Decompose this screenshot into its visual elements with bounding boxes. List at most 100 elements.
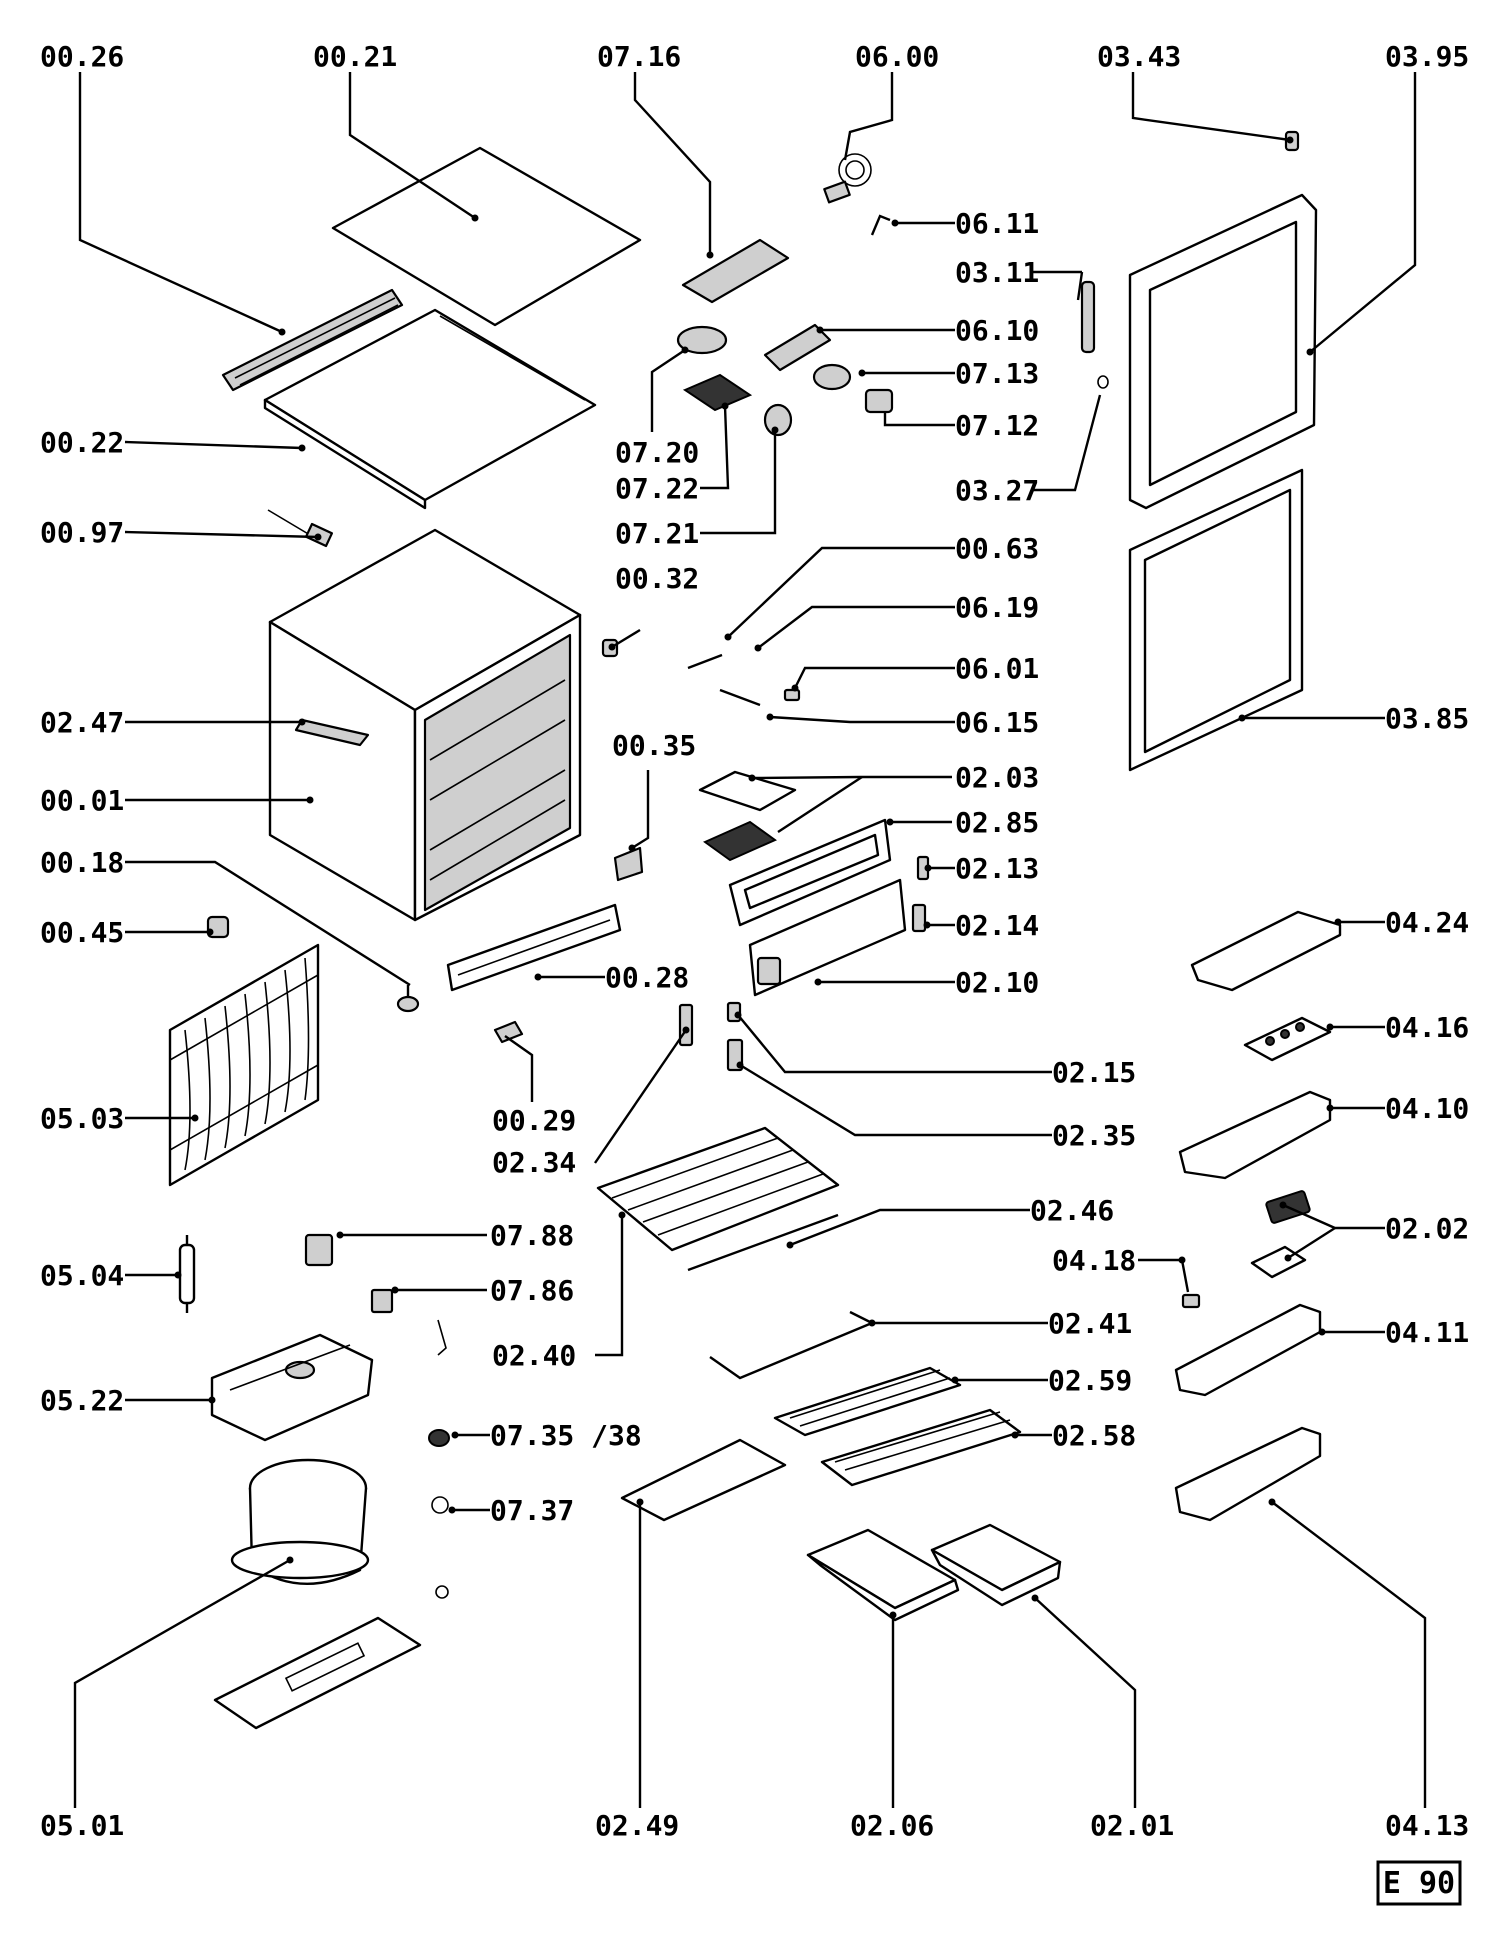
part-0721-bulb xyxy=(763,403,793,437)
label-0001: 00.01 xyxy=(40,784,124,817)
label-0619: 06.19 xyxy=(955,591,1039,624)
part-labels: 00.26 00.21 07.16 06.00 03.43 03.95 06.1… xyxy=(40,40,1469,1842)
label-0503: 05.03 xyxy=(40,1102,124,1135)
label-0713: 07.13 xyxy=(955,357,1039,390)
part-0203-ice-tray xyxy=(698,770,797,812)
label-0026: 00.26 xyxy=(40,40,124,73)
part-0201-crisper xyxy=(930,1523,1062,1607)
label-0411: 04.11 xyxy=(1385,1316,1469,1349)
part-0001-cabinet xyxy=(268,528,582,922)
label-0234: 02.34 xyxy=(492,1146,576,1179)
label-0601: 06.01 xyxy=(955,652,1039,685)
label-0611: 06.11 xyxy=(955,207,1039,240)
part-0395-upper-door xyxy=(1128,193,1318,510)
label-0416: 04.16 xyxy=(1385,1011,1469,1044)
part-0611-clip xyxy=(870,214,891,236)
leader-dots xyxy=(174,136,1342,1619)
part-0311-hinge xyxy=(1080,280,1096,354)
label-0028: 00.28 xyxy=(605,961,689,994)
label-0395: 03.95 xyxy=(1385,40,1469,73)
part-0720-knob xyxy=(676,325,728,355)
part-0522-base-tray xyxy=(210,1333,374,1442)
label-0259: 02.59 xyxy=(1048,1364,1132,1397)
label-0285: 02.85 xyxy=(955,806,1039,839)
part-0241-divider xyxy=(709,1321,873,1380)
part-0600-lamp xyxy=(823,153,872,204)
part-0214-hinge xyxy=(911,903,927,933)
part-0028-kickplate xyxy=(446,903,622,992)
label-0522: 05.22 xyxy=(40,1384,124,1417)
label-0035: 00.35 xyxy=(612,729,696,762)
part-0063-rail xyxy=(687,653,723,670)
label-0022: 00.22 xyxy=(40,426,124,459)
label-0788: 07.88 xyxy=(490,1219,574,1252)
part-0026-vent-grille xyxy=(221,288,404,392)
part-drawings xyxy=(168,130,1342,1730)
part-0411-door-bin xyxy=(1174,1303,1322,1397)
part-0022-worktop xyxy=(263,308,597,510)
part-0712-relay xyxy=(864,388,894,414)
label-0097: 00.97 xyxy=(40,516,124,549)
part-0234-rail xyxy=(678,1003,694,1047)
part-0258-shelf xyxy=(820,1408,1022,1487)
part-0615-pin xyxy=(719,688,761,707)
part-0410-door-bin xyxy=(1178,1090,1332,1180)
label-0247: 02.47 xyxy=(40,706,124,739)
label-0722: 07.22 xyxy=(615,472,699,505)
label-0045: 00.45 xyxy=(40,916,124,949)
label-0418: 04.18 xyxy=(1052,1244,1136,1277)
label-0504: 05.04 xyxy=(40,1259,124,1292)
part-0716-thermostat-housing xyxy=(681,238,790,304)
part-wire xyxy=(437,1319,447,1356)
part-spring xyxy=(435,1585,449,1599)
label-0735: 07.35 /38 xyxy=(490,1419,642,1452)
part-0504-dryer xyxy=(178,1235,196,1313)
part-0203-cube-tray xyxy=(703,820,777,862)
part-0097-sensor xyxy=(267,509,334,548)
part-0241-divider-b xyxy=(849,1310,873,1325)
part-0327-washer xyxy=(1097,375,1109,389)
part-0206-crisper xyxy=(806,1528,960,1622)
diagram-code-box: E 90 xyxy=(1376,1860,1462,1906)
label-0203: 02.03 xyxy=(955,761,1039,794)
part-0413-door-bin xyxy=(1174,1426,1322,1522)
label-0249: 02.49 xyxy=(595,1809,679,1842)
label-0343: 03.43 xyxy=(1097,40,1181,73)
leader-lines xyxy=(73,72,1427,1808)
label-0032: 00.32 xyxy=(615,562,699,595)
part-0713-connector xyxy=(812,363,852,391)
label-0241: 02.41 xyxy=(1048,1307,1132,1340)
label-0214: 02.14 xyxy=(955,909,1039,942)
label-0029: 00.29 xyxy=(492,1104,576,1137)
part-0285-freezer-door xyxy=(728,818,892,927)
label-0385: 03.85 xyxy=(1385,702,1469,735)
label-0721: 07.21 xyxy=(615,517,699,550)
part-0722-grille-plate xyxy=(682,373,753,412)
label-0720: 07.20 xyxy=(615,436,699,469)
label-0786: 07.86 xyxy=(490,1274,574,1307)
part-0240-wire-shelf xyxy=(596,1126,840,1252)
part-0735-38-clip xyxy=(428,1429,450,1447)
part-0259-shelf xyxy=(773,1366,962,1437)
part-0418-clip xyxy=(1181,1293,1201,1309)
label-0311: 03.11 xyxy=(955,256,1039,289)
label-0063: 00.63 xyxy=(955,532,1039,565)
part-0601-clip xyxy=(783,688,801,702)
part-0610-switch-plate xyxy=(763,323,832,372)
label-0021: 00.21 xyxy=(313,40,397,73)
diagram-code: E 90 xyxy=(1383,1866,1455,1901)
part-0503-condenser xyxy=(168,943,320,1187)
label-0712: 07.12 xyxy=(955,409,1039,442)
label-0215: 02.15 xyxy=(1052,1056,1136,1089)
part-0018-foot xyxy=(396,985,420,1013)
label-0258: 02.58 xyxy=(1052,1419,1136,1452)
label-0213: 02.13 xyxy=(955,852,1039,885)
label-0240: 02.40 xyxy=(492,1339,576,1372)
part-0501-compressor xyxy=(230,1458,370,1586)
label-0737: 07.37 xyxy=(490,1494,574,1527)
label-0210: 02.10 xyxy=(955,966,1039,999)
label-0501: 05.01 xyxy=(40,1809,124,1842)
label-0424: 04.24 xyxy=(1385,906,1469,939)
label-0018: 00.18 xyxy=(40,846,124,879)
